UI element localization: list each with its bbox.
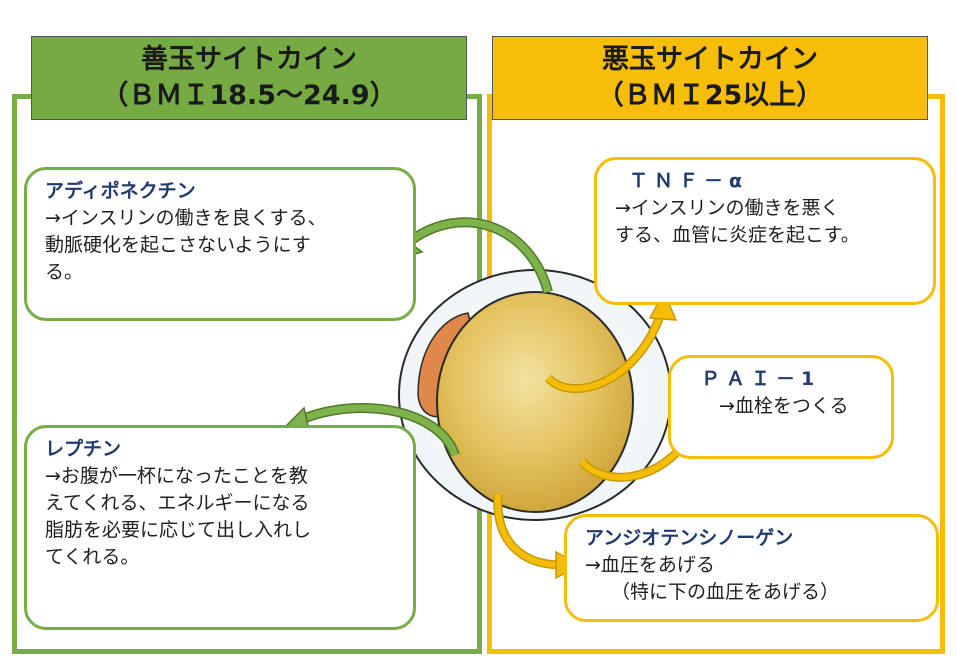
adiponectin-text-line: →インスリンの働きを良くする、 (45, 207, 327, 229)
bad-cytokine-header: 悪玉サイトカイン （ＢＭＩ25以上） (492, 36, 928, 120)
fat-cell-icon (398, 269, 672, 521)
tnf-alpha-text-line: する、血管に炎症を起こす。 (615, 224, 860, 246)
adiponectin-title: アディポネクチン (45, 180, 196, 202)
leptin-title: レプチン (45, 438, 122, 460)
angiotensinogen-card: アンジオテンシノーゲン →血圧をあげる （特に下の血圧をあげる） (564, 514, 939, 622)
tnf-alpha-text-line: →インスリンの働きを悪く (615, 197, 840, 219)
good-header-bmi: （ＢＭＩ18.5～24.9） (101, 80, 397, 111)
leptin-text-line: →お腹が一杯になったことを教 (45, 465, 308, 487)
adiponectin-card: アディポネクチン →インスリンの働きを良くする、 動脈硬化を起こさないようにす … (24, 167, 416, 321)
leptin-card: レプチン →お腹が一杯になったことを教 えてくれる、エネルギーになる 脂肪を必要… (24, 425, 416, 630)
angiotensinogen-text-line: →血圧をあげる (585, 554, 715, 576)
tnf-alpha-card: ＴＮＦ－α →インスリンの働きを悪く する、血管に炎症を起こす。 (594, 157, 936, 305)
angiotensinogen-text-line: （特に下の血圧をあげる） (611, 581, 840, 603)
good-header-title: 善玉サイトカイン (141, 44, 357, 75)
tnf-alpha-title: ＴＮＦ－α (629, 170, 749, 192)
adiponectin-text-line: 動脈硬化を起こさないようにす (45, 234, 311, 256)
pai-1-text-line: →血栓をつくる (719, 395, 849, 417)
adiponectin-text-line: る。 (45, 261, 84, 283)
pai-1-title: ＰＡＩ－1 (701, 368, 821, 390)
leptin-text-line: えてくれる、エネルギーになる (45, 492, 310, 514)
bad-header-title: 悪玉サイトカイン (602, 44, 818, 75)
leptin-text-line: てくれる。 (45, 546, 140, 568)
angiotensinogen-title: アンジオテンシノーゲン (585, 527, 794, 549)
pai-1-card: ＰＡＩ－1 →血栓をつくる (668, 355, 894, 459)
arrow-icon (493, 493, 582, 580)
arrow-icon (544, 290, 678, 394)
good-cytokine-header: 善玉サイトカイン （ＢＭＩ18.5～24.9） (31, 36, 467, 120)
bad-header-bmi: （ＢＭＩ25以上） (596, 80, 824, 111)
leptin-text-line: 脂肪を必要に応じて出し入れし (45, 519, 312, 541)
